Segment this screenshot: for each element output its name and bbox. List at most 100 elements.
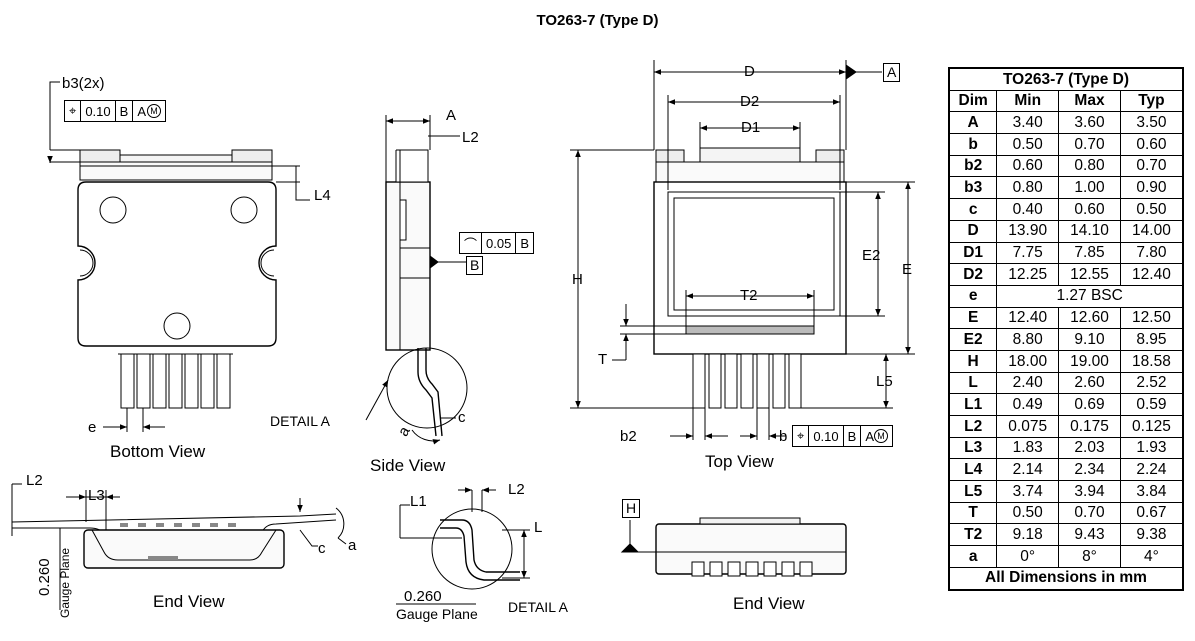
detail-a-caption: DETAIL A — [508, 599, 568, 615]
dim-value-cell: 12.40 — [996, 306, 1060, 330]
dim-value-cell: 13.90 — [996, 219, 1060, 243]
mmc-icon: M — [146, 104, 161, 118]
dim-value-cell: 1.83 — [996, 436, 1060, 460]
dim-value-cell: 8.80 — [996, 328, 1060, 351]
detail-a-drawing — [396, 487, 530, 605]
position-icon: ⌖ — [69, 103, 77, 118]
dim-value-cell: 12.50 — [1119, 306, 1184, 330]
dim-value-cell: 0.80 — [1058, 154, 1121, 178]
dim-b2-label: b2 — [620, 428, 637, 445]
dim-l4-label: L4 — [314, 187, 331, 204]
dim-value-cell: 1.93 — [1119, 436, 1184, 460]
dim-value-cell: 19.00 — [1058, 349, 1121, 373]
fcf-profile: ⌒ 0.05 B — [459, 232, 534, 254]
dim-name-cell: L — [948, 371, 998, 395]
dim-e-label: e — [88, 419, 97, 436]
dim-name-cell: L4 — [948, 458, 998, 482]
dim-name-cell: a — [948, 545, 998, 568]
dim-b-label: b — [779, 428, 788, 445]
profile-icon: ⌒ — [464, 236, 478, 252]
dim-value-cell: 0.70 — [1058, 501, 1121, 525]
dim-value-cell: 12.55 — [1058, 263, 1121, 286]
gauge-plane-left: Gauge Plane — [58, 547, 72, 618]
drawing-title: TO263-7 (Type D) — [536, 12, 659, 29]
dim-d1-label: D1 — [741, 119, 761, 136]
side-view-drawing — [365, 115, 470, 445]
dim-name-cell: b3 — [948, 176, 998, 200]
side-view-caption: Side View — [370, 456, 446, 475]
dim-value-cell: 0.49 — [996, 393, 1060, 416]
dim-l5-label: L5 — [876, 373, 893, 390]
gauge-value-left: 0.260 — [36, 558, 53, 596]
dim-d-label: D — [744, 63, 755, 80]
dim-value-cell: 8° — [1058, 545, 1121, 568]
dim-b3-label: b3(2x) — [62, 75, 105, 92]
dim-name-cell: L2 — [948, 415, 998, 438]
dim-value-cell: 0.50 — [1119, 198, 1184, 221]
dim-value-cell: 2.40 — [996, 371, 1060, 395]
dim-value-cell: 0.59 — [1119, 393, 1184, 416]
dim-name-cell: L3 — [948, 436, 998, 460]
dim-value-cell: 7.85 — [1058, 241, 1121, 265]
dim-t-label: T — [598, 351, 608, 368]
dim-l2-detail-label: L2 — [508, 481, 525, 498]
dim-t2-label: T2 — [740, 287, 758, 304]
dim-h-label: H — [572, 271, 583, 288]
bottom-view-caption: Bottom View — [110, 442, 206, 461]
dim-value-cell: 18.58 — [1119, 349, 1184, 373]
dim-value-cell: 0.69 — [1058, 393, 1121, 416]
dim-value-cell: 0.67 — [1119, 501, 1184, 525]
dim-name-cell: D — [948, 219, 998, 243]
dim-value-cell: 3.84 — [1119, 480, 1184, 503]
dim-value-cell: 0.175 — [1058, 415, 1121, 438]
dim-value-cell: 0.60 — [996, 154, 1060, 178]
dim-l2-label: L2 — [462, 129, 479, 146]
dim-name-cell: D2 — [948, 263, 998, 286]
dim-name-cell: b — [948, 133, 998, 156]
dim-value-cell: 2.60 — [1058, 371, 1121, 395]
dim-a-end-label: a — [348, 537, 357, 554]
dim-name-cell: T2 — [948, 523, 998, 547]
column-header: Typ — [1119, 89, 1184, 113]
dim-value-cell: 2.14 — [996, 458, 1060, 482]
dim-value-cell: 4° — [1119, 545, 1184, 568]
bottom-view-drawing — [47, 81, 310, 432]
detail-a-callout: DETAIL A — [270, 413, 330, 429]
dim-value-cell: 12.25 — [996, 263, 1060, 286]
dim-name-cell: L1 — [948, 393, 998, 416]
dim-name-cell: b2 — [948, 154, 998, 178]
dim-value-cell: 1.27 BSC — [996, 284, 1184, 308]
dim-l1-label: L1 — [410, 493, 427, 510]
dim-value-cell: 2.24 — [1119, 458, 1184, 482]
dim-name-cell: e — [948, 284, 998, 308]
dim-d2-label: D2 — [740, 93, 760, 110]
dim-name-cell: H — [948, 349, 998, 373]
dim-value-cell: 1.00 — [1058, 176, 1121, 200]
dim-name-cell: c — [948, 198, 998, 221]
dim-value-cell: 0.90 — [1119, 176, 1184, 200]
datum-b: B — [466, 256, 484, 275]
dim-value-cell: 8.95 — [1119, 328, 1184, 351]
dim-name-cell: E2 — [948, 328, 998, 351]
position-icon: ⌖ — [797, 428, 805, 443]
dim-value-cell: 0.125 — [1119, 415, 1184, 438]
dim-name-cell: L5 — [948, 480, 998, 503]
dim-value-cell: 14.10 — [1058, 219, 1121, 243]
dim-name-cell: A — [948, 111, 998, 135]
